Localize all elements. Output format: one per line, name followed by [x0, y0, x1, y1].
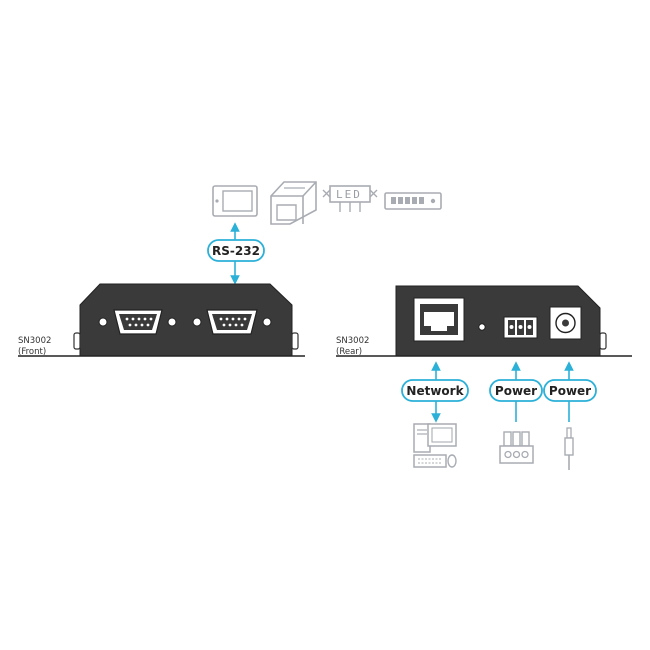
serial-port-2	[192, 309, 272, 335]
terminal-plug-icon	[499, 431, 534, 464]
led-sign-text: LED	[336, 188, 362, 201]
power-dc-label: Power	[549, 384, 591, 398]
front-model-label: SN3002	[18, 336, 51, 346]
rs232-callout: RS-232	[207, 239, 265, 262]
serial-port-1	[98, 309, 177, 335]
led-sign-icon: LED	[322, 185, 378, 212]
power-dc-callout: Power	[543, 379, 597, 402]
reset-button-hole	[478, 323, 486, 331]
dc-power-jack	[549, 306, 582, 340]
switch-box-icon	[384, 192, 442, 210]
power-terminal-label: Power	[495, 384, 537, 398]
computer-icon	[413, 423, 457, 468]
network-callout: Network	[401, 379, 469, 402]
ethernet-port	[413, 297, 465, 342]
touch-panel-icon	[212, 185, 258, 217]
front-view-label: (Front)	[18, 347, 46, 357]
front-device	[73, 283, 299, 357]
rear-view-label: (Rear)	[336, 347, 362, 357]
power-terminal-block	[503, 316, 538, 339]
dc-plug-icon	[564, 427, 574, 470]
network-label: Network	[406, 384, 464, 398]
rs232-label: RS-232	[212, 244, 260, 258]
rear-model-label: SN3002	[336, 336, 369, 346]
power-terminal-callout: Power	[489, 379, 543, 402]
projector-icon	[270, 181, 317, 225]
